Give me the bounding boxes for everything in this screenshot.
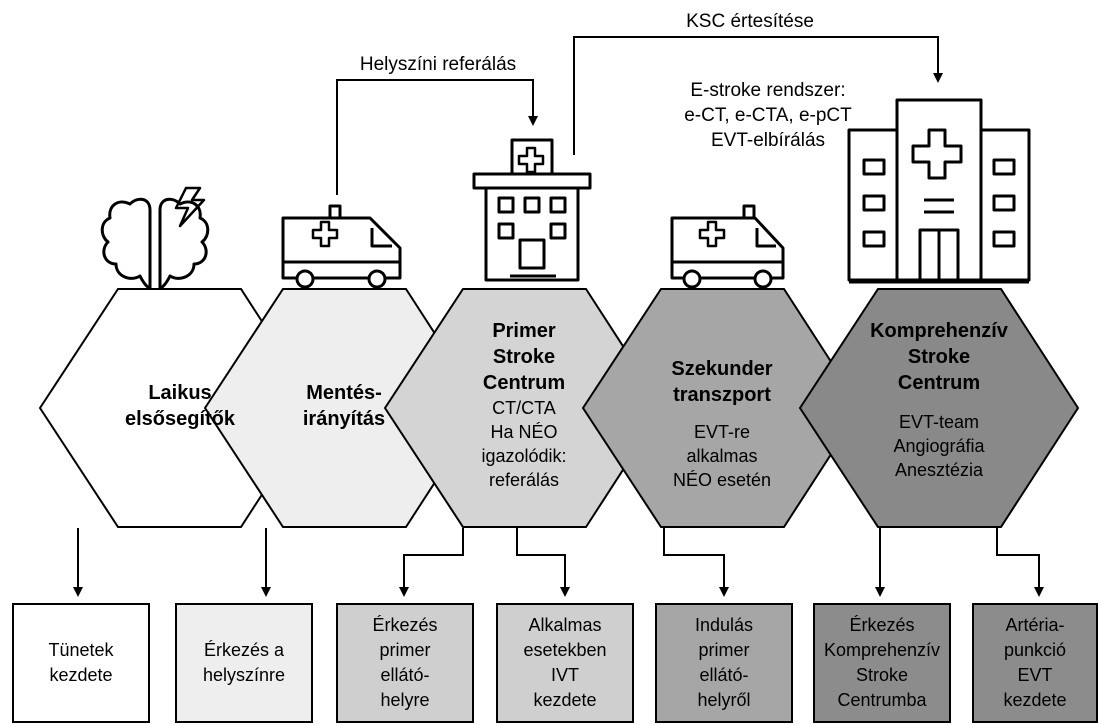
box-arteria-text: Artéria- punkció EVT kezdete	[1003, 615, 1067, 710]
hex-title-primer: Primer Stroke Centrum	[482, 320, 566, 394]
hex-title-komprehenziv: Komprehenzív Stroke Centrum	[870, 320, 1008, 394]
box-erkezes-ksc: Érkezés Komprehenzív Stroke Centrumba	[813, 603, 951, 723]
box-indulas: Indulás primer ellátó- helyről	[655, 603, 793, 723]
hex-label-mentes: Mentés- irányítás	[244, 380, 444, 432]
hex-sub-szekunder: EVT-re alkalmas NÉO esetén	[672, 422, 772, 490]
box-erkezes-primer-text: Érkezés primer ellátó- helyre	[372, 615, 438, 710]
down-arrows	[73, 528, 1044, 597]
ambulance-icon	[281, 204, 402, 289]
helyszini-referalas-arrow	[336, 79, 538, 195]
e-stroke-label: E-stroke rendszer: e-CT, e-CTA, e-pCT EV…	[684, 80, 852, 151]
box-ivt: Alkalmas esetekben IVT kezdete	[496, 603, 634, 723]
box-tunetek-text: Tünetek kezdete	[48, 640, 114, 685]
box-erkezes-primer: Érkezés primer ellátó- helyre	[336, 603, 474, 723]
ksc-ertesitese-arrow	[573, 36, 943, 155]
box-ivt-text: Alkalmas esetekben IVT kezdete	[523, 615, 607, 710]
box-arteria: Artéria- punkció EVT kezdete	[972, 603, 1098, 723]
hexagon-komprehenziv	[798, 288, 1080, 528]
box-tunetek: Tünetek kezdete	[12, 603, 150, 723]
hex-sub-primer: CT/CTA Ha NÉO igazolódik: referálás	[481, 398, 567, 490]
hex-title-szekunder: Szekunder transzport	[671, 358, 773, 406]
hex-label-szekunder: Szekunder transzport EVT-re alkalmas NÉO…	[622, 356, 822, 492]
hex-label-primer: Primer Stroke Centrum CT/CTA Ha NÉO igaz…	[424, 318, 624, 492]
helyszini-referalas-label: Helyszíni referálás	[359, 54, 517, 75]
brain-lightning-icon	[100, 186, 210, 290]
hex-title-mentes: Mentés- irányítás	[302, 382, 386, 430]
ambulance-icon	[670, 204, 785, 289]
hex-title-laikus: Laikus elsősegítők	[124, 382, 236, 430]
box-indulas-text: Indulás primer ellátó- helyről	[694, 615, 754, 710]
hex-label-komprehenziv: Komprehenzív Stroke Centrum EVT-team Ang…	[839, 318, 1039, 482]
hospital-icon	[472, 138, 592, 282]
hex-sub-komprehenziv: EVT-team Angiográfia Anesztézia	[893, 412, 985, 480]
hex-label-laikus: Laikus elsősegítők	[80, 380, 280, 432]
ksc-ertesitese-label: KSC értesítése	[686, 11, 814, 32]
box-erkezes-ksc-text: Érkezés Komprehenzív Stroke Centrumba	[823, 615, 941, 710]
box-erkezes-helyszin: Érkezés a helyszínre	[175, 603, 313, 723]
large-hospital-icon	[847, 98, 1031, 284]
box-erkezes-helyszin-text: Érkezés a helyszínre	[202, 640, 286, 685]
